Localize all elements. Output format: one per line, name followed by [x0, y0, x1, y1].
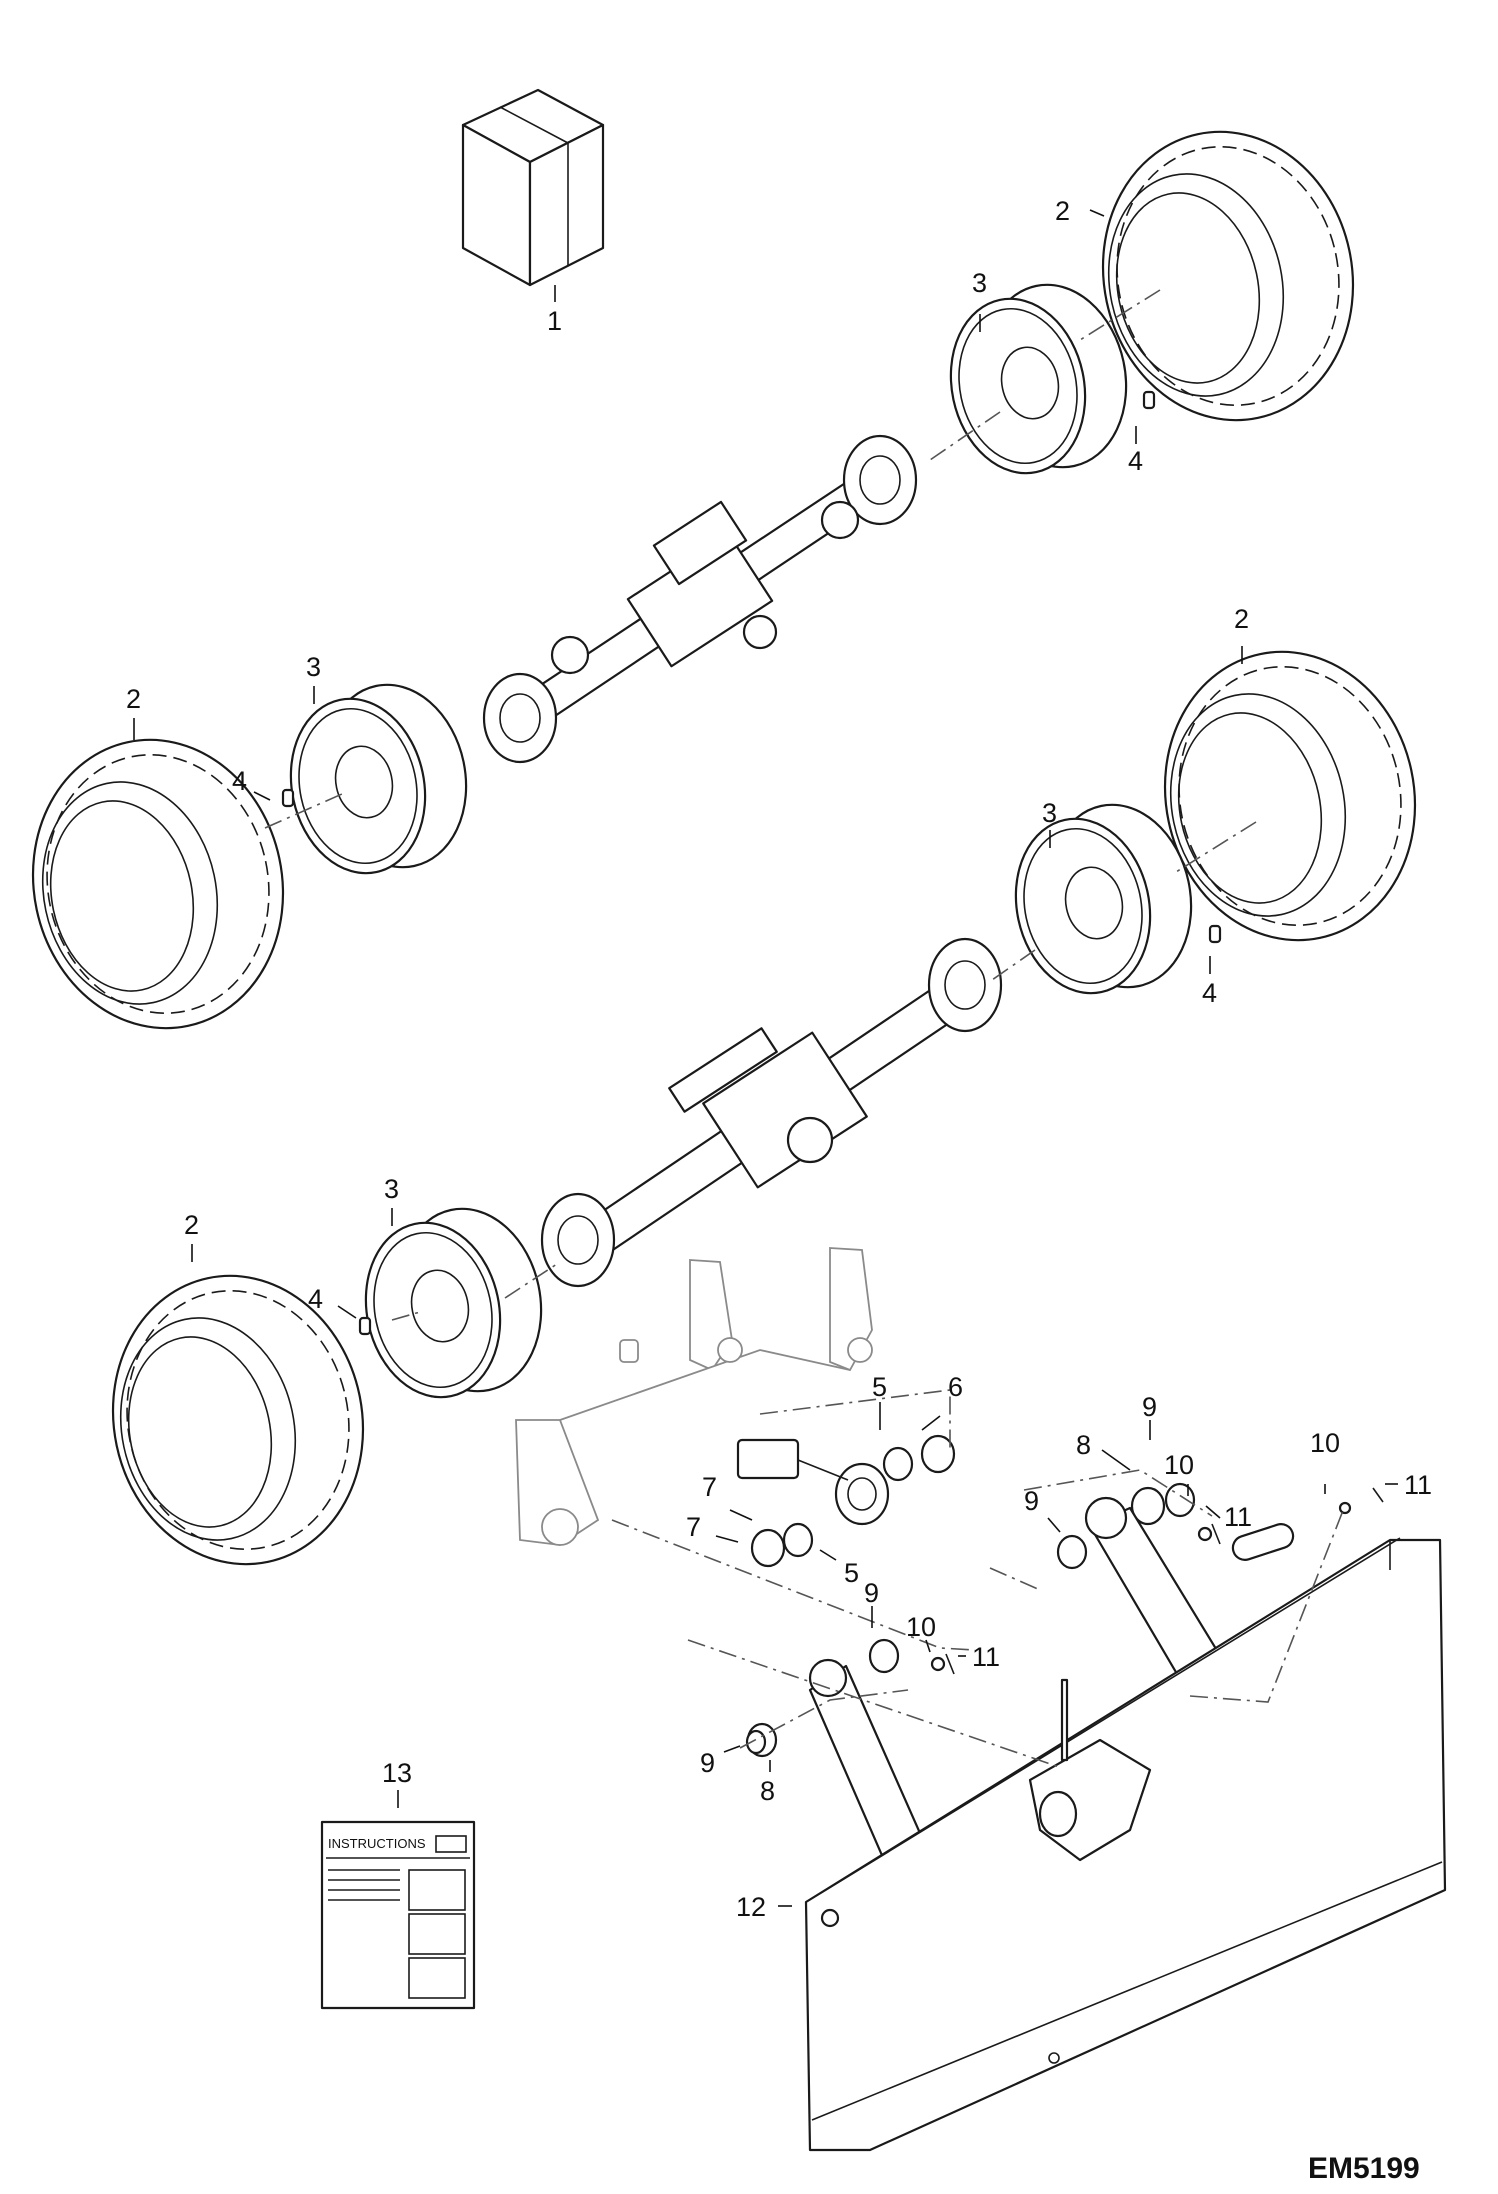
- valve-icon: [358, 1316, 372, 1336]
- callout-1: 1: [547, 306, 562, 336]
- callout-11: 11: [1224, 1502, 1252, 1532]
- tire-icon: [1101, 130, 1355, 422]
- rim-icon: [364, 1207, 543, 1399]
- callout-9: 9: [1024, 1486, 1039, 1516]
- valve-icon: [281, 788, 295, 808]
- callout-10: 10: [1310, 1428, 1340, 1458]
- pin-icon: [930, 1487, 1384, 1675]
- booklet-title: INSTRUCTIONS: [328, 1836, 426, 1851]
- dozer-frame: [515, 1247, 873, 1546]
- callout-3: 3: [306, 652, 321, 682]
- callout-4: 4: [308, 1284, 323, 1314]
- callout-9: 9: [1142, 1392, 1157, 1422]
- callout-3: 3: [972, 268, 987, 298]
- callout-3: 3: [384, 1174, 399, 1204]
- callout-4: 4: [1128, 446, 1143, 476]
- callout-2: 2: [184, 1210, 199, 1240]
- callout-9: 9: [700, 1748, 715, 1778]
- callout-11: 11: [1404, 1470, 1432, 1500]
- valve-icon: [1142, 390, 1156, 410]
- callout-4: 4: [232, 766, 247, 796]
- leader-lines: [133, 209, 1398, 1907]
- tire-icon: [1163, 650, 1417, 942]
- callout-labels: 1 2 3 4 2 3 4 2 3 4 2 3 4 5 6 7 7 5 9 8 …: [126, 196, 1432, 1922]
- valve-icon: [1208, 924, 1222, 944]
- callout-2: 2: [1055, 196, 1070, 226]
- callout-11: 11: [972, 1642, 1000, 1672]
- rim-icon: [949, 283, 1128, 475]
- callout-2: 2: [1234, 604, 1249, 634]
- rim-icon: [1014, 803, 1193, 995]
- callout-10: 10: [1164, 1450, 1194, 1480]
- tire-icon: [111, 1274, 365, 1566]
- callout-7: 7: [702, 1472, 717, 1502]
- center-lines: [264, 289, 1345, 1769]
- axle-icon: [482, 434, 918, 764]
- callout-4: 4: [1202, 978, 1217, 1008]
- callout-3: 3: [1042, 798, 1057, 828]
- callout-5: 5: [844, 1558, 859, 1588]
- callout-8: 8: [760, 1776, 775, 1806]
- box-icon: [461, 88, 605, 287]
- drawing-code: EM5199: [1308, 2152, 1420, 2185]
- booklet-icon: INSTRUCTIONS: [320, 1820, 476, 2010]
- axle-icon: [540, 937, 1003, 1288]
- callout-9: 9: [864, 1578, 879, 1608]
- callout-7: 7: [686, 1512, 701, 1542]
- callout-13: 13: [382, 1758, 412, 1788]
- callout-8: 8: [1076, 1430, 1091, 1460]
- blade-icon: [804, 1537, 1447, 2152]
- callout-5: 5: [872, 1372, 887, 1402]
- tire-icon: [31, 738, 285, 1030]
- callout-10: 10: [906, 1612, 936, 1642]
- cylinder-icon: [736, 1438, 890, 1526]
- callout-2: 2: [126, 684, 141, 714]
- rim-icon: [289, 683, 468, 875]
- callout-6: 6: [948, 1372, 963, 1402]
- callout-12: 12: [736, 1892, 766, 1922]
